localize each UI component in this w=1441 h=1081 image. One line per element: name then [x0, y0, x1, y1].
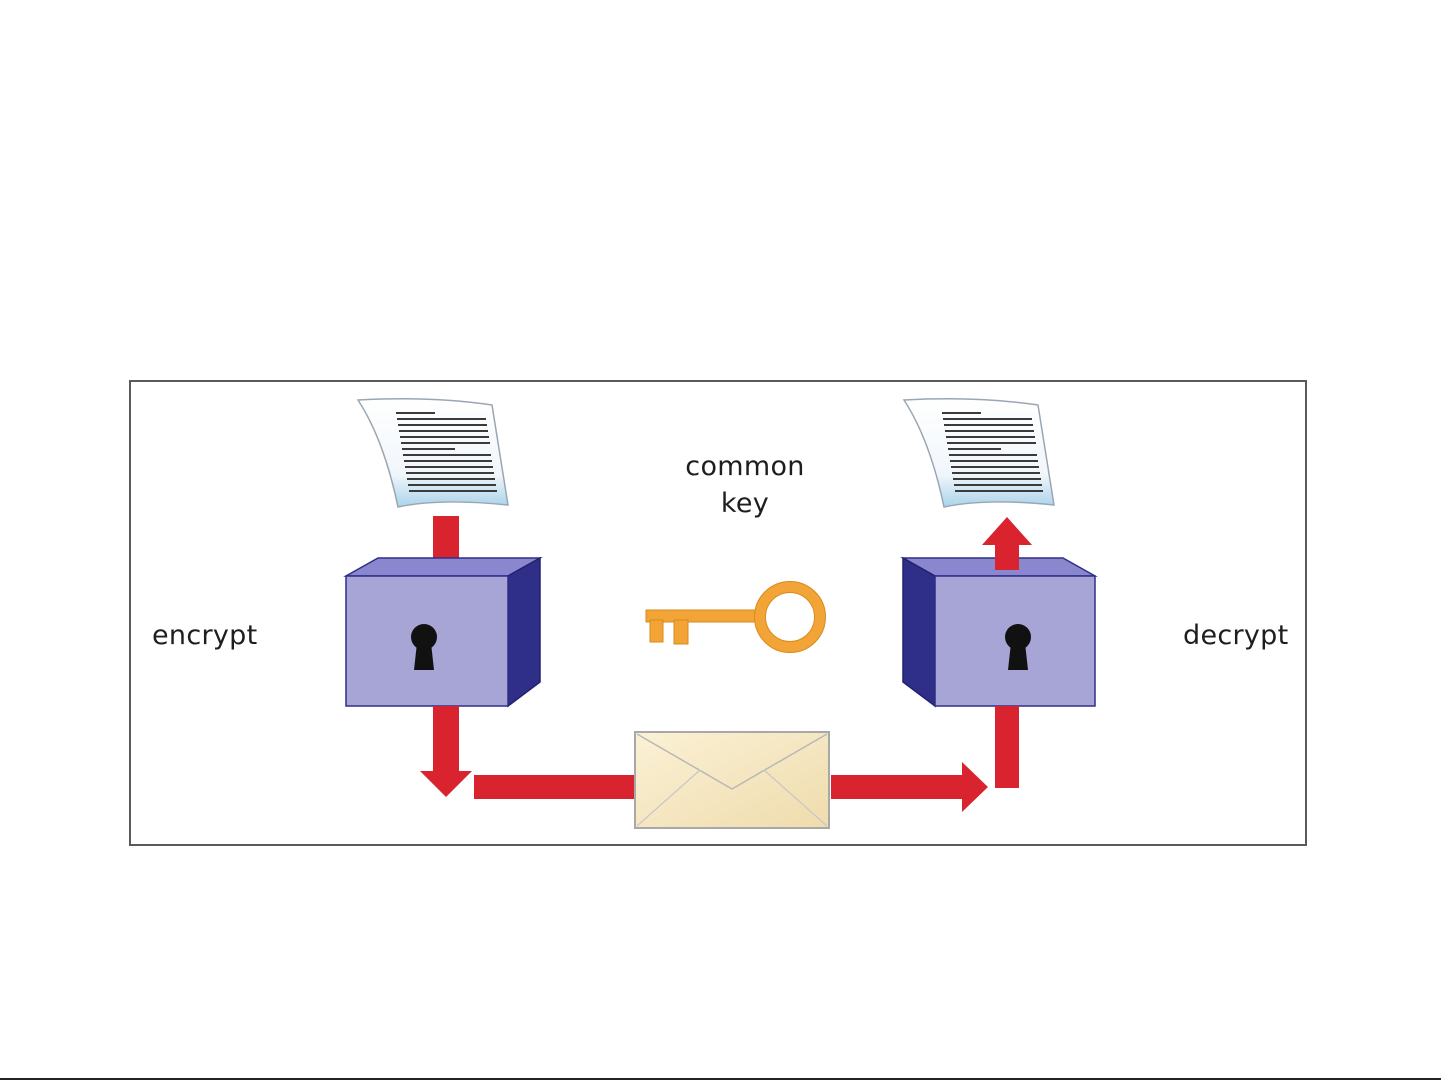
- common-key-label: common key: [668, 448, 822, 522]
- common-key-icon: [646, 582, 826, 653]
- arrow-encrypt-down: [420, 706, 472, 797]
- arrow-into-decrypt-box: [995, 706, 1019, 788]
- encrypt-label: encrypt: [152, 620, 257, 651]
- decrypted-document-icon: [904, 399, 1054, 507]
- envelope-icon: [635, 732, 829, 828]
- common-key-label-line2: key: [668, 485, 822, 522]
- arrow-envelope-to-decrypt: [831, 762, 988, 812]
- arrow-to-envelope: [474, 775, 636, 799]
- decrypt-lockbox-icon: [903, 558, 1095, 706]
- encrypt-lockbox-icon: [346, 558, 540, 706]
- plaintext-document-icon: [358, 399, 508, 507]
- decrypt-label: decrypt: [1183, 620, 1289, 651]
- common-key-label-line1: common: [668, 448, 822, 485]
- bottom-rule: [0, 1078, 1441, 1080]
